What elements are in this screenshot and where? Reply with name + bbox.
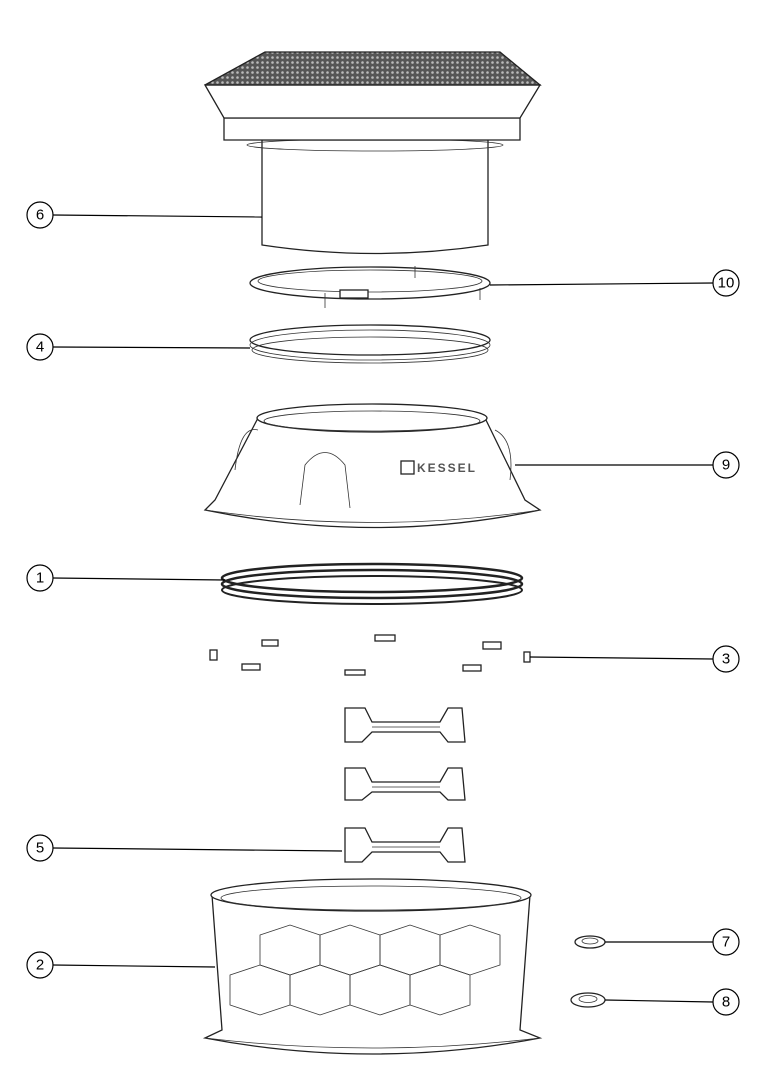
callout-5: 5	[26, 834, 54, 862]
svg-text:10: 10	[718, 275, 735, 292]
callout-10: 10	[712, 269, 740, 297]
part-8-grommet	[570, 992, 606, 1008]
leader-lines	[52, 214, 714, 1003]
part-7-grommet	[574, 935, 606, 949]
part-5-spacers	[344, 707, 466, 863]
kessel-brand-text: KESSEL	[417, 461, 477, 475]
callout-6: 6	[26, 201, 54, 229]
svg-text:7: 7	[722, 934, 730, 951]
svg-text:9: 9	[722, 457, 730, 474]
callout-8: 8	[712, 988, 740, 1016]
part-4-seal-ring	[249, 324, 491, 364]
svg-text:1: 1	[36, 570, 44, 587]
callout-7: 7	[712, 928, 740, 956]
part-1-gasket	[220, 562, 524, 605]
svg-text:4: 4	[36, 339, 44, 356]
callout-2: 2	[26, 951, 54, 979]
part-3-pins	[209, 634, 531, 676]
callout-9: 9	[712, 451, 740, 479]
part-6-cover-top-section	[203, 51, 542, 255]
part-10-clamp-ring	[249, 266, 491, 308]
svg-text:5: 5	[36, 840, 44, 857]
svg-text:2: 2	[36, 957, 44, 974]
part-9-cone-section: KESSEL	[203, 403, 542, 529]
callout-1: 1	[26, 564, 54, 592]
callout-3: 3	[712, 645, 740, 673]
svg-text:6: 6	[36, 207, 44, 224]
kessel-logo-mark	[400, 460, 415, 475]
callout-4: 4	[26, 333, 54, 361]
svg-text:8: 8	[722, 994, 730, 1011]
svg-text:3: 3	[722, 651, 730, 668]
part-2-base-section	[202, 878, 543, 1055]
